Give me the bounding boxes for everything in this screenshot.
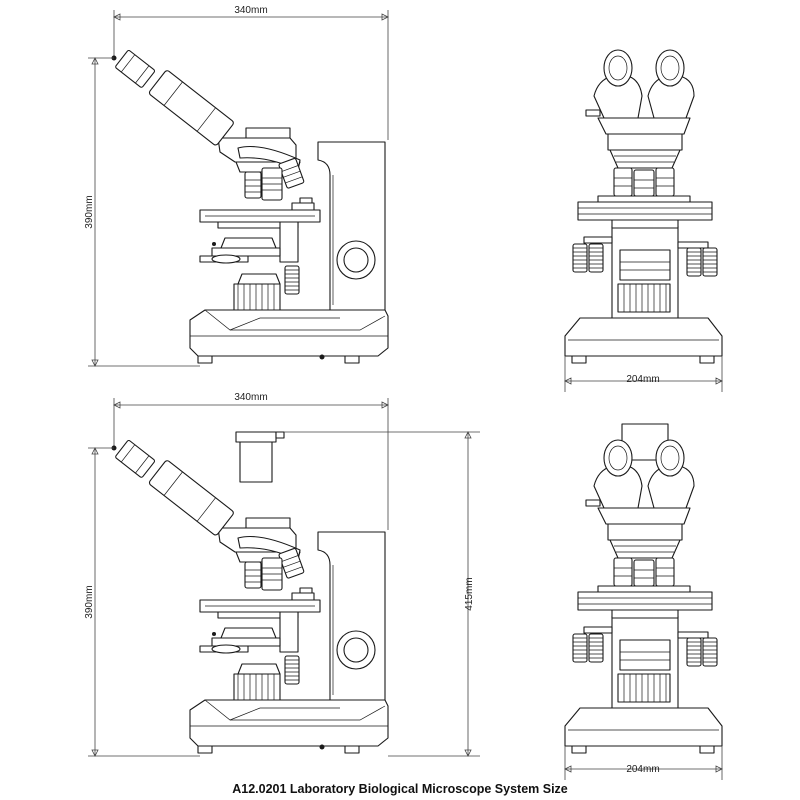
side-view-binocular — [115, 50, 388, 363]
total-height-label: 415mm — [464, 577, 475, 610]
dimension-width-front-bottom: 204mm — [564, 746, 723, 780]
dimension-width-front-top: 204mm — [564, 356, 723, 392]
dimension-height-side-top: 390mm — [84, 55, 200, 367]
dimension-total-height: 415mm — [284, 431, 480, 757]
dimension-height-side-bottom: 390mm — [84, 445, 200, 757]
figure-caption: A12.0201 Laboratory Biological Microscop… — [232, 782, 568, 796]
front-view-trinocular — [565, 423, 722, 753]
width-label: 340mm — [234, 5, 267, 16]
height-label: 390mm — [84, 585, 95, 618]
width-label: 340mm — [234, 392, 267, 403]
dimension-width-side-bottom: 340mm — [113, 392, 389, 530]
width-label: 204mm — [626, 764, 659, 775]
height-label: 390mm — [84, 195, 95, 228]
dimension-width-side-top: 340mm — [113, 5, 389, 140]
width-label: 204mm — [626, 374, 659, 385]
side-view-trinocular — [115, 431, 388, 753]
front-view-binocular — [565, 50, 722, 363]
